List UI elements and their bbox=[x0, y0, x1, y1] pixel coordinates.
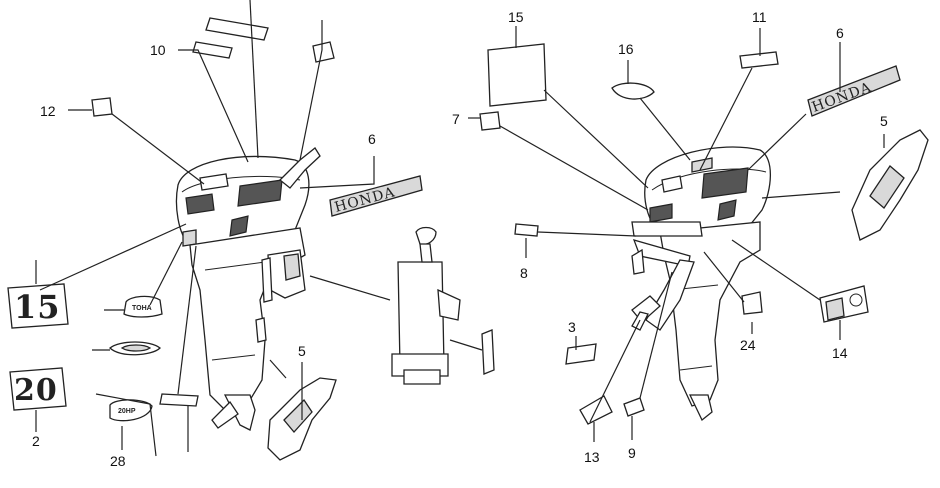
badge-20-label: 20 bbox=[14, 373, 58, 408]
callout-5-left: 5 bbox=[298, 343, 306, 359]
right-stickers bbox=[479, 43, 869, 425]
tag-left-a: TOHA bbox=[132, 305, 152, 312]
callout-7: 7 bbox=[452, 111, 460, 127]
honda-decal-left: HONDA bbox=[329, 175, 423, 217]
left-leader-lines bbox=[35, 0, 483, 457]
callout-14: 14 bbox=[832, 345, 848, 361]
badge-15-label: 15 bbox=[14, 288, 61, 326]
left-outboard-motor bbox=[175, 147, 321, 431]
callout-24: 24 bbox=[740, 337, 756, 353]
callout-2: 2 bbox=[32, 433, 40, 449]
callout-12: 12 bbox=[40, 103, 56, 119]
callout-11: 11 bbox=[752, 9, 767, 25]
callout-16: 16 bbox=[618, 41, 634, 57]
clamp-decal-right bbox=[851, 129, 929, 241]
left-stickers: TOHA 20HP bbox=[91, 17, 335, 422]
callout-5-right: 5 bbox=[880, 113, 888, 129]
honda-label-left: HONDA bbox=[333, 184, 397, 216]
callout-10: 10 bbox=[150, 42, 166, 58]
callout-15: 15 bbox=[508, 9, 524, 25]
right-leader-lines bbox=[468, 26, 885, 442]
honda-decal-right: HONDA bbox=[807, 65, 901, 117]
badge-15: 15 bbox=[7, 283, 69, 329]
callout-3: 3 bbox=[568, 319, 576, 335]
callout-9: 9 bbox=[628, 445, 636, 461]
tilt-cylinder bbox=[391, 226, 495, 385]
callout-6-left: 6 bbox=[368, 131, 376, 147]
callout-8: 8 bbox=[520, 265, 528, 281]
badge-20: 20 bbox=[9, 367, 67, 411]
callout-13: 13 bbox=[584, 449, 600, 465]
callout-6-right: 6 bbox=[836, 25, 844, 41]
callout-28: 28 bbox=[110, 453, 126, 469]
right-outboard-motor bbox=[631, 146, 771, 422]
honda-label-right: HONDA bbox=[810, 79, 874, 115]
tag-left-b: 20HP bbox=[118, 408, 136, 415]
